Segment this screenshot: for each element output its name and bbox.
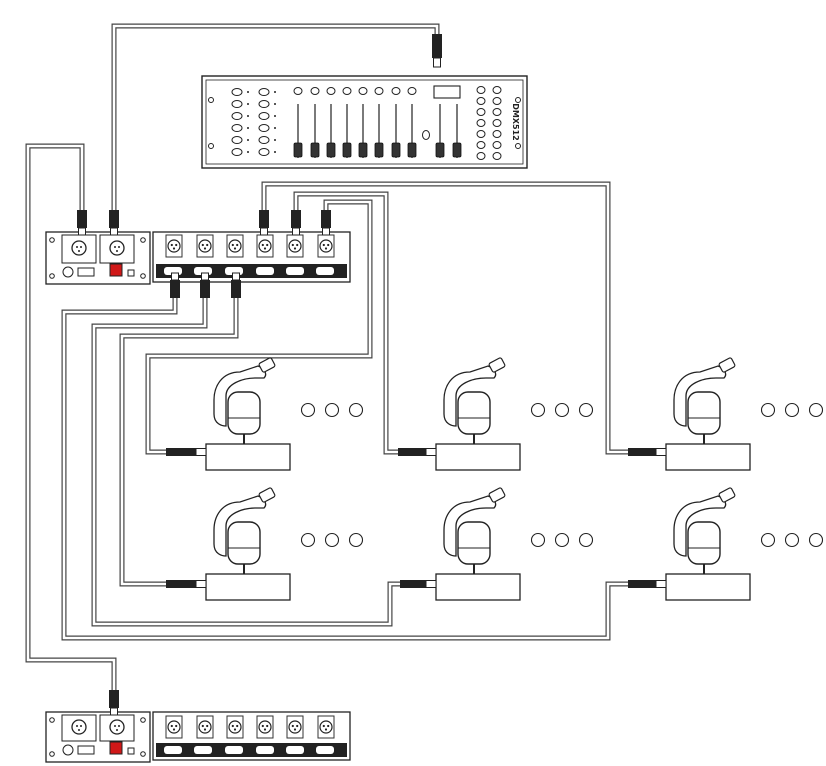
power-switch	[109, 263, 123, 277]
power-switch	[109, 741, 123, 755]
controller-model-label: DMX512	[511, 103, 520, 140]
moving-head-fixture	[435, 356, 594, 471]
moving-head-fixture	[205, 356, 364, 471]
moving-head-fixture	[665, 356, 824, 471]
moving-head-fixture	[435, 486, 594, 601]
controller-display	[433, 85, 461, 99]
dmx-splitter-top	[45, 209, 351, 299]
moving-head-fixtures	[166, 356, 824, 601]
dmx-splitter-bottom	[45, 689, 351, 763]
xlr-plug	[108, 689, 120, 716]
moving-head-fixture	[665, 486, 824, 601]
dmx-controller: DMX512	[201, 33, 528, 169]
dmx-cables	[25, 23, 628, 690]
moving-head-fixture	[205, 486, 364, 601]
scene-buttons	[231, 88, 270, 156]
